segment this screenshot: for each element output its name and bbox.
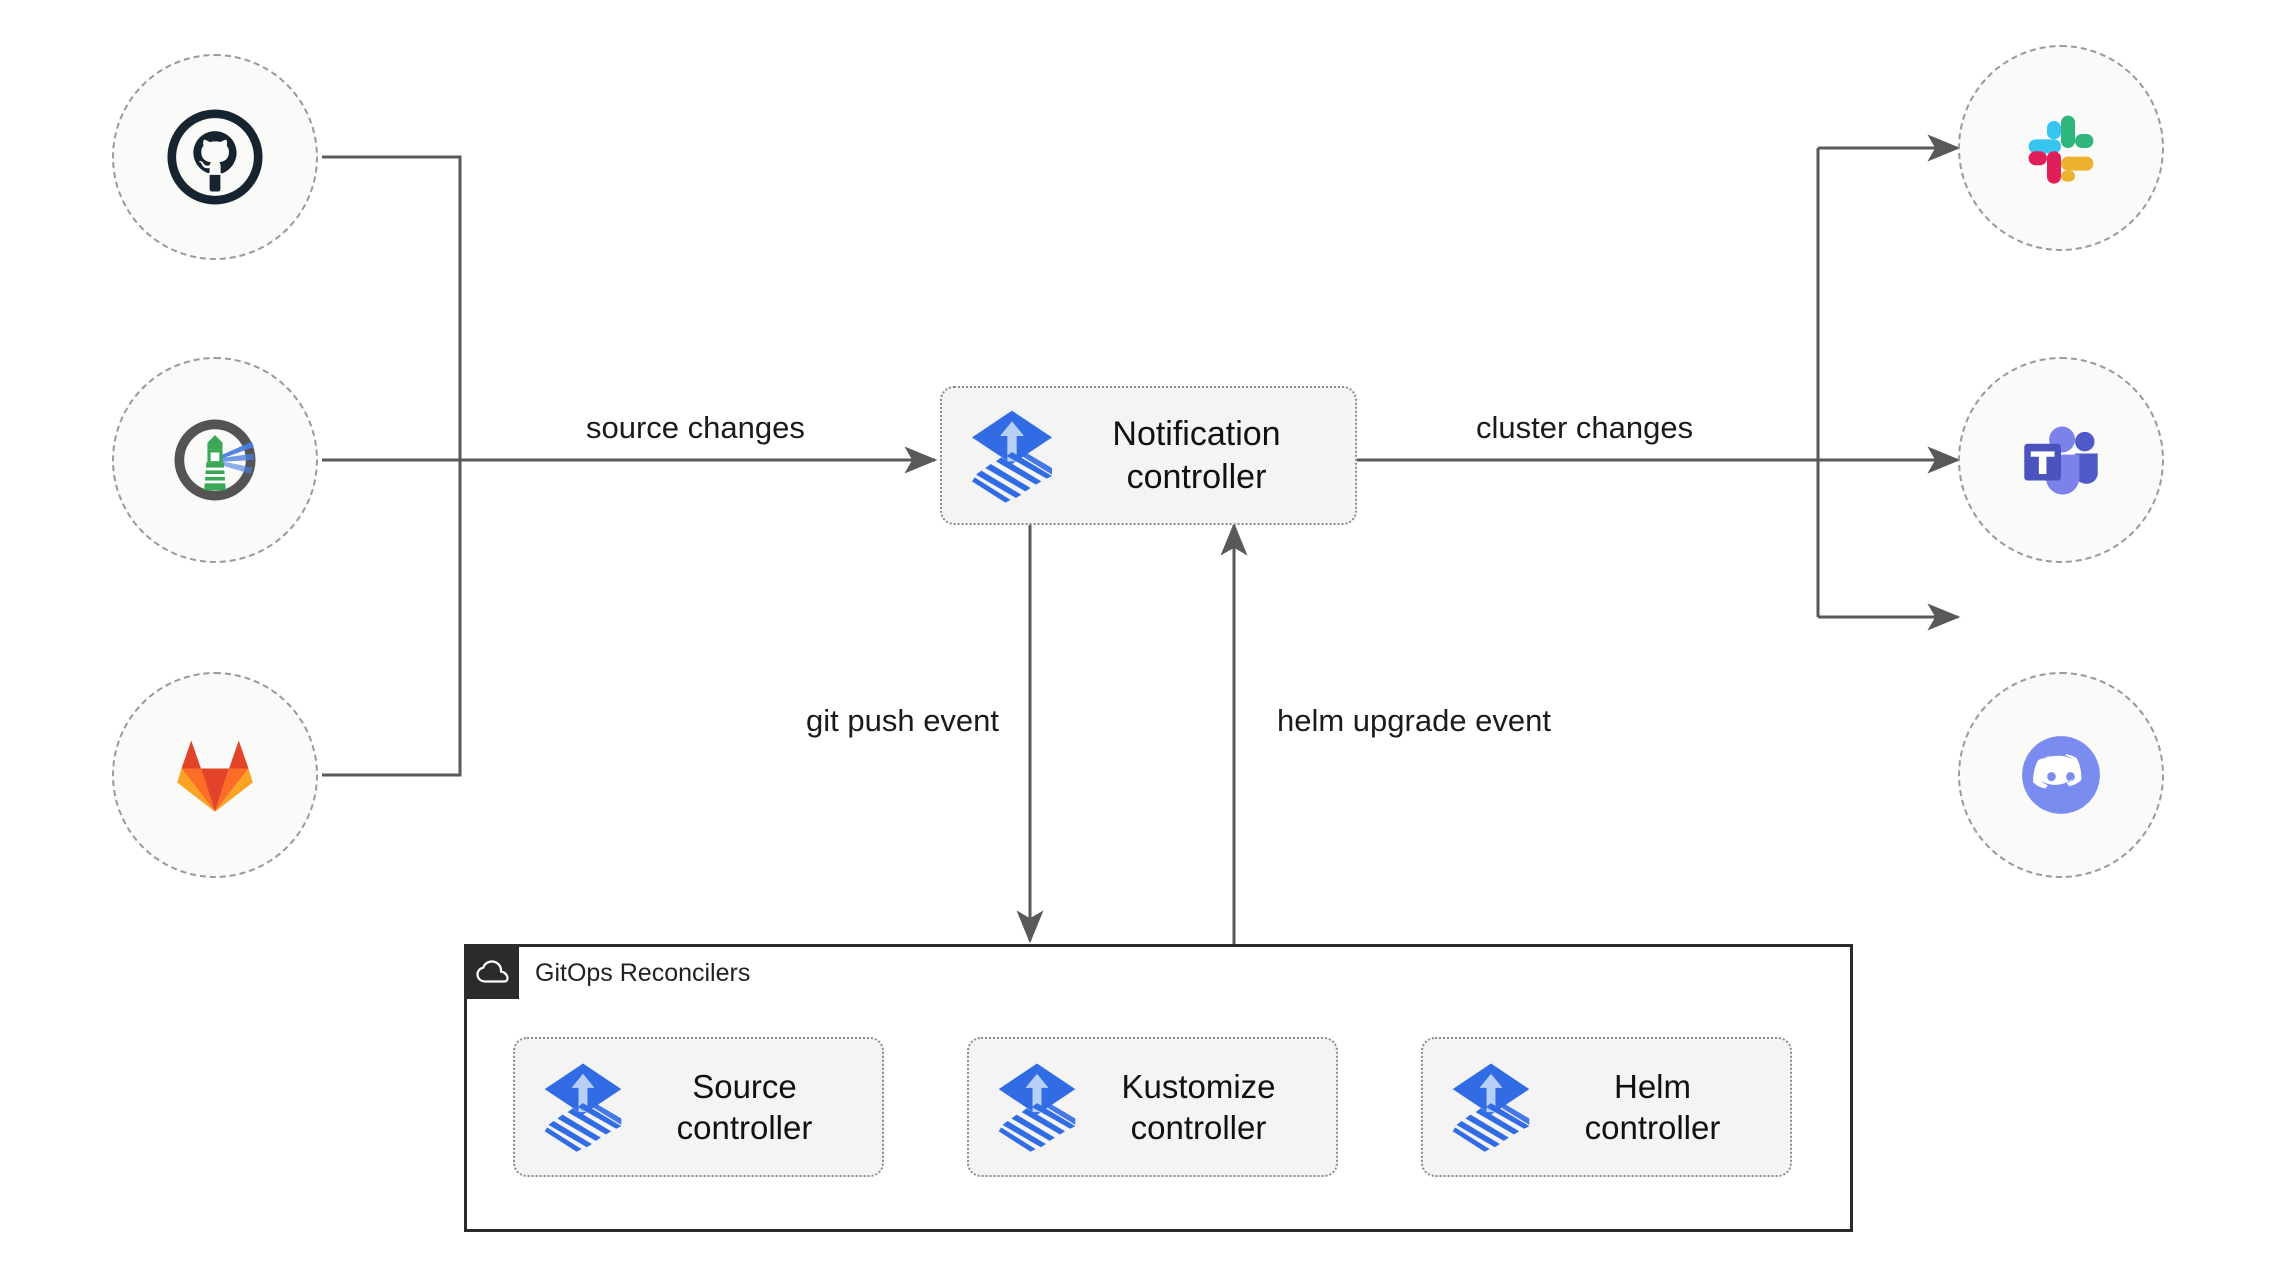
github-icon [167,109,263,205]
edge-label-git-push-event: git push event [806,703,1000,738]
source-controller-label: Source controller [676,1067,813,1146]
notification-controller-node[interactable]: Notification controller [940,386,1357,525]
target-node-discord[interactable] [1958,672,2164,878]
source-node-gitlab[interactable] [112,672,318,878]
slack-icon [2028,115,2094,184]
edge-label-cluster-changes: cluster changes [1476,410,1694,445]
target-node-slack[interactable] [1958,45,2164,251]
source-node-lighthouse[interactable] [112,357,318,563]
kustomize-controller-node[interactable]: Kustomize controller [967,1037,1338,1177]
source-controller-node[interactable]: Source controller [513,1037,884,1177]
flux-logo-icon [972,410,1052,503]
discord-icon [2022,736,2100,814]
flux-logo-icon [1452,1063,1530,1152]
helm-controller-label: Helm controller [1584,1067,1721,1146]
helm-controller-node[interactable]: Helm controller [1421,1037,1792,1177]
microsoft-teams-icon [2024,426,2098,495]
flux-logo-icon [998,1063,1076,1152]
edge-label-helm-upgrade-event: helm upgrade event [1277,703,1552,738]
edge-label-source-changes: source changes [586,410,805,445]
lighthouse-icon [174,419,256,501]
target-node-teams[interactable] [1958,357,2164,563]
edge-sources-trunk [322,155,462,777]
flux-logo-icon [544,1063,622,1152]
notification-controller-label: Notification controller [1112,415,1281,496]
kustomize-controller-label: Kustomize controller [1121,1067,1276,1146]
gitops-reconcilers-tab [467,947,519,999]
gitlab-icon [177,740,253,812]
gitops-reconcilers-title: GitOps Reconcilers [535,959,751,987]
cloud-icon [476,960,509,983]
source-node-github[interactable] [112,54,318,260]
